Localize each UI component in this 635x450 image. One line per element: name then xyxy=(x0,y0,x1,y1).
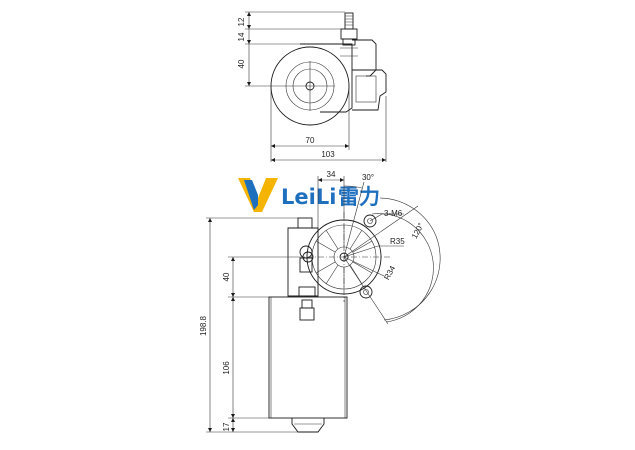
front-mount-hole-bottom xyxy=(363,289,369,295)
front-dim-total: 198.8 xyxy=(199,315,208,336)
top-dim-14: 14 xyxy=(237,32,246,41)
front-end-cap xyxy=(291,418,325,433)
front-arrow-106-t xyxy=(231,297,235,301)
top-arrow-70-l xyxy=(271,144,275,148)
front-arrow-106-b xyxy=(231,414,235,418)
top-dim-70: 70 xyxy=(306,136,315,145)
top-arrow-70-r xyxy=(345,144,349,148)
front-view: 34 30° 3-M6 120° R35 R34 198.8 40 106 17 xyxy=(199,170,441,433)
top-shaft-base xyxy=(342,38,356,46)
top-arrow-3 xyxy=(247,40,251,44)
front-dim-34: 34 xyxy=(327,170,336,179)
top-gear-cover xyxy=(352,69,387,111)
front-motor-can xyxy=(268,296,348,419)
top-arrow-103-r xyxy=(382,158,386,162)
front-leader-r35 xyxy=(343,245,379,258)
front-dim-30deg: 30° xyxy=(362,173,374,182)
front-arc-120 xyxy=(371,213,434,323)
logo-brand-latin: LeiLi xyxy=(281,185,336,209)
front-arrow-40-t xyxy=(231,257,235,261)
front-dim-106: 106 xyxy=(222,361,231,375)
front-worm-housing xyxy=(287,227,319,297)
top-view: 12 14 40 70 103 xyxy=(237,11,387,162)
top-output-shaft xyxy=(344,12,354,30)
front-mount-bracket xyxy=(298,286,316,297)
logo-brand-chinese: 雷力 xyxy=(338,185,380,209)
logo-v-mark-blue xyxy=(244,180,258,210)
front-leader-m6 xyxy=(369,213,383,222)
front-ray-30 xyxy=(343,181,365,258)
top-dim-12: 12 xyxy=(237,17,246,26)
front-bolt-head xyxy=(301,299,313,309)
front-arrow-34-r xyxy=(340,178,344,182)
front-leader-r34 xyxy=(343,256,385,277)
top-housing-detail xyxy=(340,47,358,57)
top-gearbox-flange xyxy=(352,39,377,77)
top-dim-40: 40 xyxy=(237,59,246,68)
top-dim-103: 103 xyxy=(321,150,335,159)
front-bolt-nut xyxy=(299,307,315,321)
front-dim-holes: 3-M6 xyxy=(384,209,403,218)
front-arrow-34-l xyxy=(318,178,322,182)
top-arrow-103-l xyxy=(271,158,275,162)
top-shaft-spline xyxy=(345,15,353,26)
top-arrow-4 xyxy=(247,82,251,86)
front-dim-r35: R35 xyxy=(390,237,405,246)
front-worm-cap xyxy=(297,217,313,229)
front-arrow-17-t xyxy=(231,418,235,422)
front-worm-body xyxy=(299,257,313,273)
front-mount-hole-top xyxy=(367,218,373,224)
front-dim-120: 120° xyxy=(410,221,426,240)
front-dim-40: 40 xyxy=(222,272,231,281)
top-shaft-collar xyxy=(340,28,358,40)
front-arrow-total-t xyxy=(208,218,212,222)
front-ray-120 xyxy=(343,205,419,258)
leili-logo: LeiLi 雷力 xyxy=(238,178,380,212)
top-gearbox-housing xyxy=(300,43,353,113)
top-gear-cover-inner xyxy=(355,75,377,103)
front-mount-boss-top xyxy=(363,214,377,228)
top-arrow-1 xyxy=(247,12,251,16)
front-dim-r34: R34 xyxy=(382,264,397,282)
front-mount-boss-bottom xyxy=(359,285,373,299)
top-arrow-2 xyxy=(247,25,251,29)
front-arc-outer xyxy=(379,197,441,321)
front-arc-30 xyxy=(343,185,363,189)
front-ray-bottom xyxy=(343,256,389,325)
front-arrow-total-b xyxy=(208,428,212,432)
front-arrow-17-b xyxy=(231,428,235,432)
front-arrow-40-b xyxy=(231,293,235,297)
front-dim-17: 17 xyxy=(222,422,231,431)
